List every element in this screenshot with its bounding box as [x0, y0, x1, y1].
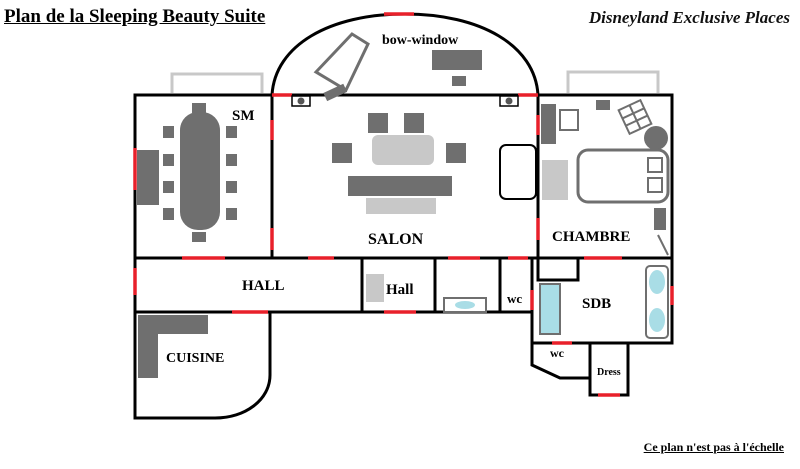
balcony-rails [170, 70, 660, 93]
fixtures [366, 265, 669, 339]
plan-title: Plan de la Sleeping Beauty Suite [4, 6, 266, 27]
label-wc-small: wc [550, 346, 565, 360]
kitchen-counter [138, 315, 222, 378]
label-hall-left: HALL [242, 278, 285, 294]
piano [313, 32, 370, 102]
lamps [291, 95, 519, 107]
label-dress: Dress [597, 367, 621, 378]
label-hall-center: Hall [386, 282, 414, 298]
salon-furniture [332, 113, 466, 214]
brand-caption: Disneyland Exclusive Places [588, 8, 790, 27]
label-salon: SALON [368, 231, 424, 248]
label-sdb: SDB [582, 296, 611, 312]
label-bow-window: bow-window [382, 33, 459, 48]
label-cuisine: CUISINE [166, 351, 224, 366]
desk [432, 50, 482, 86]
label-sm: SM [232, 108, 255, 124]
scale-note: Ce plan n'est pas à l'échelle [643, 440, 784, 454]
doors [133, 12, 674, 397]
dining-set [137, 103, 237, 242]
label-wc-main: wc [507, 291, 522, 306]
label-chambre: CHAMBRE [552, 229, 630, 245]
bedroom-furniture [499, 98, 670, 256]
